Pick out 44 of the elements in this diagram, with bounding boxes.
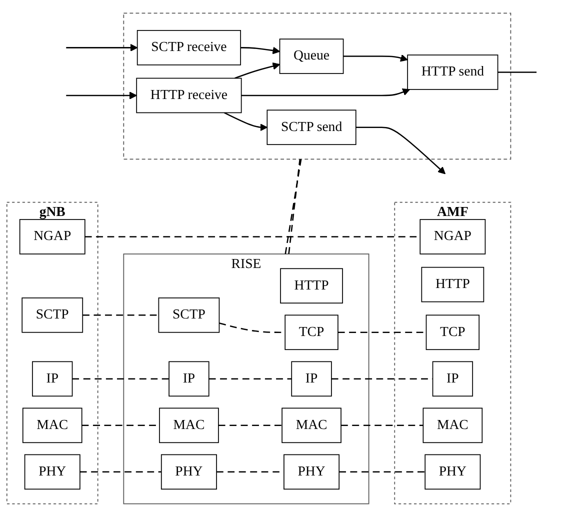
node-box: PHY xyxy=(284,454,340,490)
node-box: HTTP receive xyxy=(136,78,242,114)
arrow xyxy=(234,62,280,79)
node-box: IP xyxy=(168,361,210,397)
node-box: SCTP xyxy=(158,297,220,333)
node-box: PHY xyxy=(24,454,80,490)
connector-line xyxy=(218,424,282,426)
node-box: PHY xyxy=(424,454,481,490)
node-box: MAC xyxy=(159,408,219,444)
node-box: IP xyxy=(32,361,73,397)
node-box: IP xyxy=(432,361,474,397)
arrow xyxy=(224,112,268,132)
connector-line xyxy=(498,72,537,73)
arrow xyxy=(66,44,138,52)
node-box: IP xyxy=(291,361,332,397)
arrow xyxy=(356,126,446,174)
node-box: SCTP send xyxy=(266,110,356,146)
arrow xyxy=(66,92,137,100)
node-box: PHY xyxy=(160,454,217,490)
arrow xyxy=(241,88,410,96)
node-box: NGAP xyxy=(420,219,486,254)
connector-line xyxy=(288,159,301,254)
node-box: TCP xyxy=(426,314,480,350)
node-box: NGAP xyxy=(19,219,86,254)
connector-line xyxy=(341,424,424,426)
node-box: Queue xyxy=(279,38,344,74)
cluster xyxy=(123,12,512,160)
node-box: SCTP receive xyxy=(136,30,241,66)
node-box: TCP xyxy=(284,314,338,350)
connector-line xyxy=(208,378,292,380)
connector-line xyxy=(82,314,159,316)
node-box: HTTP xyxy=(280,268,343,304)
node-box: HTTP send xyxy=(407,54,498,90)
node-box: SCTP xyxy=(22,297,84,333)
arrow xyxy=(343,54,408,62)
node-box: HTTP xyxy=(421,266,484,302)
node-box: MAC xyxy=(422,408,483,444)
arrow xyxy=(240,46,280,54)
connector-line xyxy=(80,471,162,473)
connector-line xyxy=(72,378,170,380)
connector-line xyxy=(284,159,302,254)
connector-line xyxy=(339,471,426,473)
node-box: MAC xyxy=(22,408,82,444)
node-box: MAC xyxy=(282,408,342,444)
